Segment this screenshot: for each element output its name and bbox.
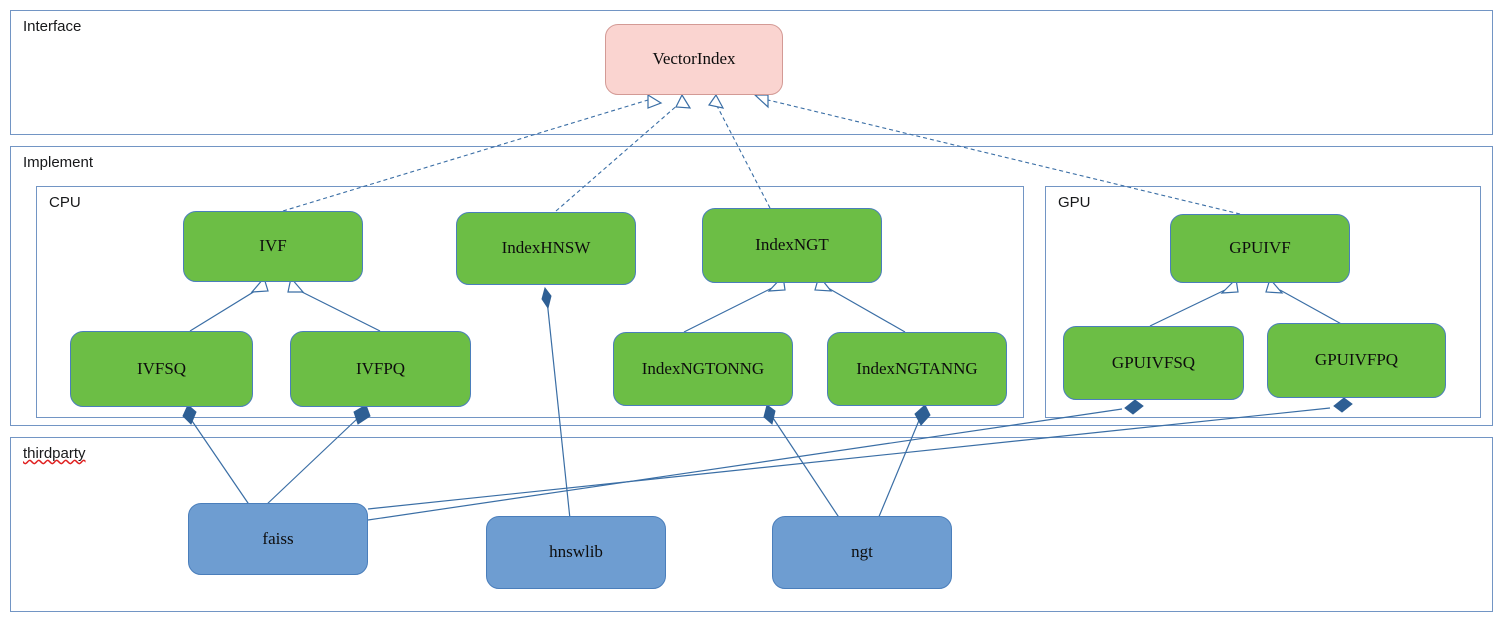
node-gpuivfsq[interactable]: GPUIVFSQ (1063, 326, 1244, 400)
node-label-faiss: faiss (262, 528, 294, 548)
node-gpuivf[interactable]: GPUIVF (1170, 214, 1350, 283)
node-label-indexngtanng: IndexNGTANNG (856, 358, 978, 378)
node-ivfsq[interactable]: IVFSQ (70, 331, 253, 407)
node-ngt[interactable]: ngt (772, 516, 952, 589)
container-label-interface: Interface (23, 18, 82, 35)
node-ivf[interactable]: IVF (183, 211, 363, 282)
node-indexhnsw[interactable]: IndexHNSW (456, 212, 636, 285)
node-vectorindex[interactable]: VectorIndex (605, 24, 783, 95)
node-indexngt[interactable]: IndexNGT (702, 208, 882, 283)
node-indexngtonng[interactable]: IndexNGTONNG (613, 332, 793, 406)
container-label-thirdparty: thirdparty (23, 445, 86, 462)
node-faiss[interactable]: faiss (188, 503, 368, 575)
node-label-indexhnsw: IndexHNSW (501, 238, 591, 258)
node-gpuivfpq[interactable]: GPUIVFPQ (1267, 323, 1446, 398)
node-label-indexngt: IndexNGT (755, 235, 829, 255)
node-label-indexngtonng: IndexNGTONNG (641, 358, 765, 378)
container-label-gpu: GPU (1058, 194, 1091, 211)
node-hnswlib[interactable]: hnswlib (486, 516, 666, 589)
container-label-implement: Implement (23, 154, 94, 171)
node-label-gpuivfpq: GPUIVFPQ (1314, 350, 1399, 370)
node-label-ivfsq: IVFSQ (136, 358, 187, 378)
node-label-vectorindex: VectorIndex (652, 49, 736, 69)
node-ivfpq[interactable]: IVFPQ (290, 331, 471, 407)
node-label-ivf: IVF (259, 236, 287, 256)
node-label-ivfpq: IVFPQ (355, 358, 406, 378)
container-label-cpu: CPU (49, 194, 81, 211)
node-label-gpuivfsq: GPUIVFSQ (1111, 352, 1196, 372)
node-indexngtanng[interactable]: IndexNGTANNG (827, 332, 1007, 406)
node-label-ngt: ngt (851, 542, 873, 562)
node-label-hnswlib: hnswlib (549, 542, 603, 562)
node-label-gpuivf: GPUIVF (1229, 238, 1291, 258)
